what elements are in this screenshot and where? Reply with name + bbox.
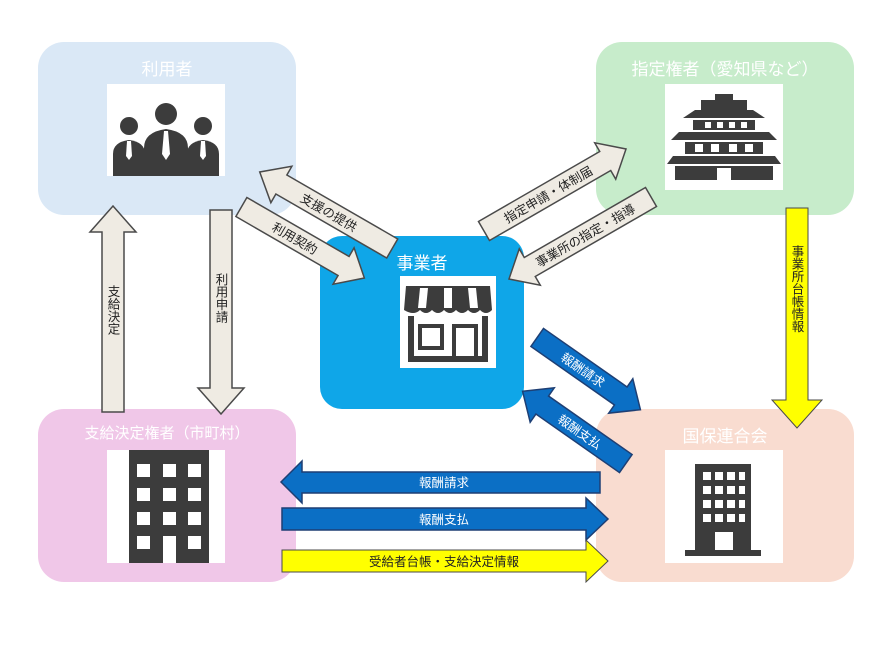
user-icon-card [107, 84, 225, 176]
label-recipient-info: 受給者台帳・支給決定情報 [369, 554, 520, 569]
people-icon [113, 103, 219, 176]
provider-icon-card [400, 276, 496, 368]
arrow-recipient-info [281, 538, 609, 584]
tower-building-icon [685, 464, 761, 556]
designator-icon-card [665, 84, 783, 190]
label-fee-pay-municipality: 報酬支払 [419, 512, 469, 527]
arrow-usage-application [196, 209, 246, 416]
federation-icon-card [665, 450, 783, 563]
municipality-title: 支給決定権者（市町村） [84, 424, 250, 442]
arrow-payment-decision [88, 204, 138, 413]
municipality-icon-card [107, 450, 225, 563]
arrow-fee-claim-municipality [279, 459, 601, 505]
office-building-icon [129, 450, 209, 563]
label-designation-apply: 指定申請・体制届 [501, 163, 595, 226]
label-designation-guidance: 事業所の指定・指導 [533, 201, 638, 270]
arrow-fee-pay-municipality [281, 496, 610, 542]
arrow-ledger-info [770, 207, 824, 429]
user-title: 利用者 [141, 60, 193, 80]
label-ledger-info: 事業所台帳情報 [790, 245, 805, 333]
castle-icon [667, 94, 781, 180]
label-fee-claim-municipality: 報酬請求 [419, 475, 470, 490]
provider-title: 事業者 [396, 254, 448, 274]
shop-icon [404, 286, 492, 362]
label-payment-decision: 支給決定 [106, 285, 121, 336]
federation-title: 国保連合会 [682, 427, 768, 447]
label-usage-application: 利用申請 [214, 273, 229, 324]
designator-title: 指定権者（愛知県など） [631, 60, 819, 80]
